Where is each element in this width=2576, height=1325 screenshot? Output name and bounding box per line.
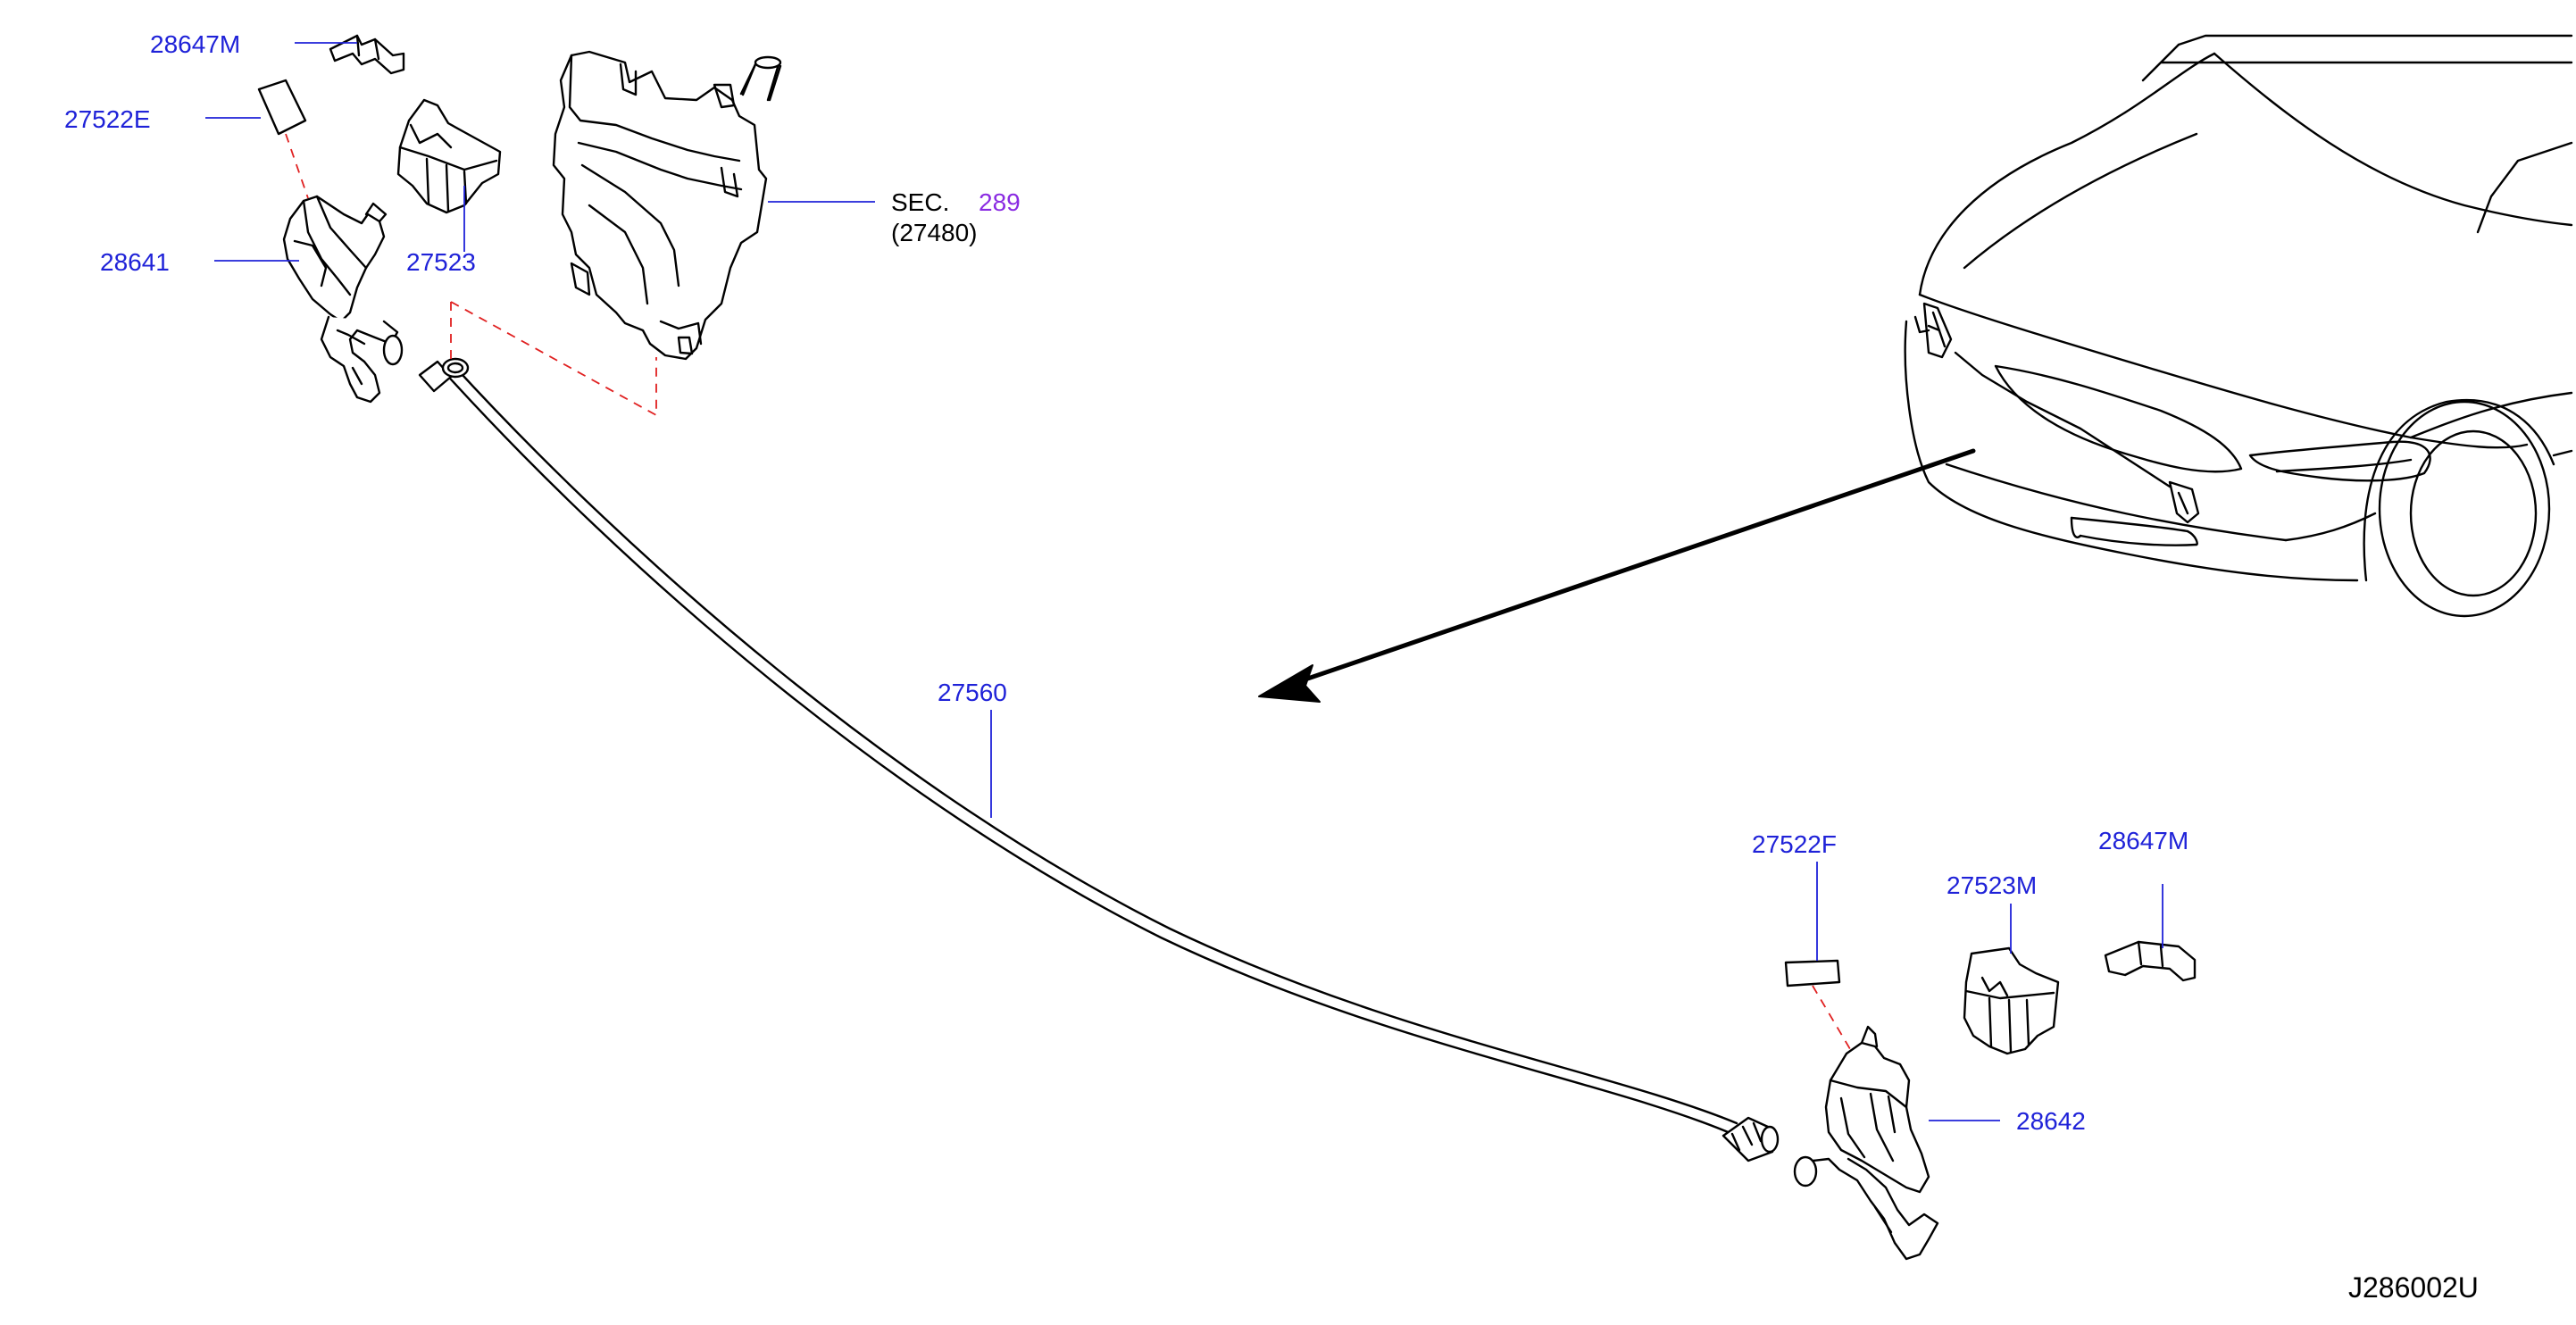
callout-27522f[interactable]: 27522F [1752,830,1837,858]
section-ref-prefix: SEC. [891,188,950,216]
alignment-lines [285,133,1854,1054]
nozzle-assembly-28642[interactable] [1793,1025,1939,1261]
clip-28647m-right[interactable] [2104,940,2197,982]
callout-28647m-top[interactable]: 28647M [150,30,241,58]
callout-27560[interactable]: 27560 [938,679,1007,706]
leader-lines [205,42,2163,1121]
callout-27523m[interactable]: 27523M [1947,871,2038,899]
section-ref-sub: (27480) [891,219,978,246]
clip-28647m-top[interactable] [329,34,405,75]
callout-27523[interactable]: 27523 [406,248,476,276]
pad-27522f[interactable] [1784,959,1841,988]
pad-27522e[interactable] [257,79,307,136]
bracket-27523[interactable] [396,98,502,214]
bracket-27523m[interactable] [1963,946,2060,1055]
callout-28647m-right[interactable]: 28647M [2098,827,2189,854]
diagram-code: J286002U [2348,1271,2479,1304]
callout-27522e[interactable]: 27522E [64,105,151,133]
hose-27560[interactable] [418,357,1780,1162]
nozzle-assembly-28641[interactable] [282,195,404,404]
callout-28641[interactable]: 28641 [100,248,170,276]
washer-tank[interactable] [552,50,782,361]
section-ref-link[interactable]: 289 [979,188,1021,216]
callout-28642[interactable]: 28642 [2016,1107,2086,1135]
direction-arrow [1258,448,1976,703]
vehicle-front [1904,34,2573,618]
